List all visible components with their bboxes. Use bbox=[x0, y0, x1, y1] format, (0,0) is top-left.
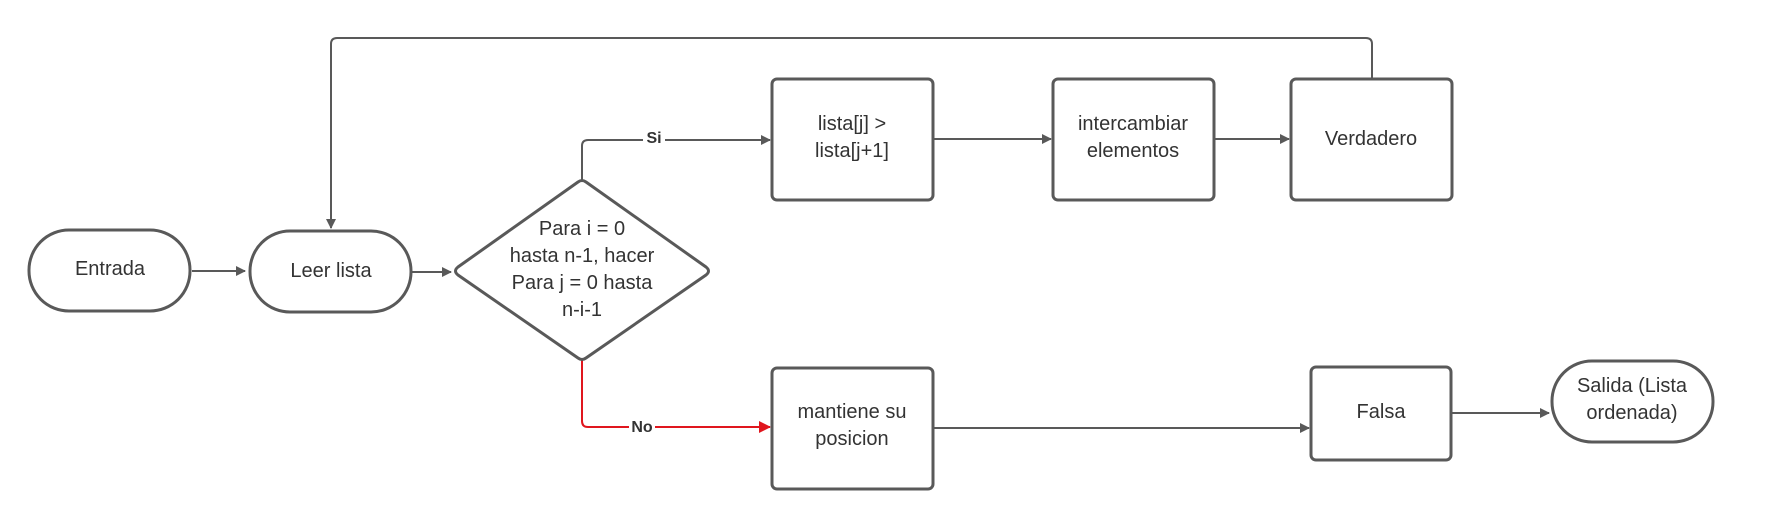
node-decision[interactable]: Para i = 0 hasta n-1, hacer Para j = 0 h… bbox=[454, 179, 710, 361]
svg-text:No: No bbox=[631, 419, 653, 436]
node-salida[interactable]: Salida (Lista ordenada) bbox=[1550, 359, 1715, 444]
svg-text:intercambiar: intercambiar bbox=[1078, 113, 1188, 135]
svg-text:Para i = 0: Para i = 0 bbox=[539, 218, 625, 240]
svg-text:Verdadero: Verdadero bbox=[1325, 128, 1417, 150]
node-comparar[interactable]: lista[j] > lista[j+1] bbox=[770, 77, 935, 202]
node-verdadero[interactable]: Verdadero bbox=[1289, 77, 1454, 202]
node-falsa[interactable]: Falsa bbox=[1309, 365, 1453, 462]
svg-text:Si: Si bbox=[646, 130, 661, 147]
svg-text:elementos: elementos bbox=[1087, 140, 1179, 162]
node-entrada[interactable]: Entrada bbox=[27, 228, 192, 313]
svg-text:hasta n-1, hacer: hasta n-1, hacer bbox=[510, 245, 655, 267]
edge-decision-si bbox=[581, 135, 771, 182]
node-mantiene[interactable]: mantiene su posicion bbox=[770, 366, 935, 491]
svg-text:posicion: posicion bbox=[815, 428, 888, 450]
svg-text:Falsa: Falsa bbox=[1357, 401, 1407, 423]
edge-label-si: Si bbox=[643, 129, 665, 149]
node-leer-lista[interactable]: Leer lista bbox=[248, 229, 413, 314]
svg-text:Salida (Lista: Salida (Lista bbox=[1577, 375, 1688, 397]
svg-text:mantiene su: mantiene su bbox=[798, 401, 907, 423]
node-intercambiar[interactable]: intercambiar elementos bbox=[1051, 77, 1216, 202]
svg-text:lista[j] >: lista[j] > bbox=[818, 113, 886, 135]
svg-text:ordenada): ordenada) bbox=[1586, 402, 1677, 424]
svg-text:Entrada: Entrada bbox=[75, 258, 146, 280]
svg-text:Para j = 0 hasta: Para j = 0 hasta bbox=[512, 272, 654, 294]
edge-verdadero-loop-leer bbox=[326, 37, 1373, 229]
edge-label-no: No bbox=[629, 416, 655, 436]
svg-text:n-i-1: n-i-1 bbox=[562, 299, 602, 321]
svg-text:Leer lista: Leer lista bbox=[290, 260, 372, 282]
svg-text:lista[j+1]: lista[j+1] bbox=[815, 140, 889, 162]
edge-decision-no bbox=[581, 360, 771, 433]
